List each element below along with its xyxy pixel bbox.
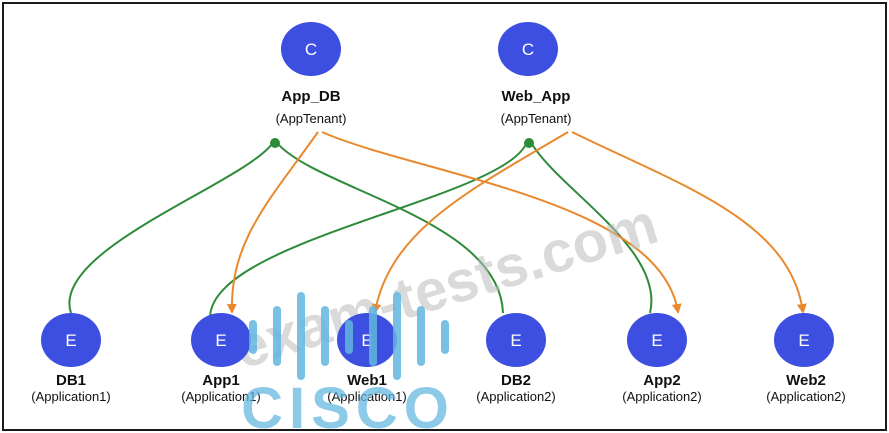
- epg-node-db1[interactable]: E DB1 (Application1): [31, 313, 111, 404]
- contract-tenant: (AppTenant): [276, 111, 347, 126]
- epg-letter: E: [215, 331, 226, 350]
- epg-circle: [627, 313, 687, 367]
- epg-letter: E: [510, 331, 521, 350]
- link-app1-consumes-web-app: [209, 143, 527, 319]
- epg-name: DB2: [501, 372, 531, 389]
- epg-letter: E: [798, 331, 809, 350]
- epg-application: (Application1): [181, 389, 261, 404]
- contract-tenant: (AppTenant): [501, 111, 572, 126]
- contract-name: App_DB: [281, 88, 340, 105]
- epg-node-db2[interactable]: E DB2 (Application2): [476, 313, 556, 404]
- epg-name: App2: [643, 372, 681, 389]
- epg-node-web2[interactable]: E Web2 (Application2): [766, 313, 846, 404]
- contract-name: Web_App: [502, 88, 571, 105]
- cisco-logo: CISCO: [241, 292, 455, 433]
- link-db1-consumes-app-db: [68, 143, 273, 314]
- epg-application: (Application2): [622, 389, 702, 404]
- epg-circle: [774, 313, 834, 367]
- link-db2-consumes-app-db: [277, 143, 504, 314]
- epg-node-app1[interactable]: E App1 (Application1): [181, 313, 261, 404]
- link-app2-consumes-web-app: [531, 143, 653, 314]
- epg-node-app2[interactable]: E App2 (Application2): [622, 313, 702, 404]
- link-app-db-provides-app2: [321, 131, 682, 314]
- junction-web-app: [524, 138, 534, 148]
- epg-name: App1: [202, 372, 240, 389]
- relation-links: [68, 131, 807, 319]
- epg-name: DB1: [56, 372, 86, 389]
- contract-circle: [498, 22, 558, 76]
- epg-letter: E: [65, 331, 76, 350]
- contract-letter: C: [522, 40, 534, 59]
- link-web-app-provides-web2: [571, 131, 807, 314]
- contract-letter: C: [305, 40, 317, 59]
- junction-app-db: [270, 138, 280, 148]
- epg-application: (Application1): [31, 389, 111, 404]
- link-app-db-provides-app1: [226, 131, 319, 314]
- epg-circle: [191, 313, 251, 367]
- epg-circle: [486, 313, 546, 367]
- epg-circle: [41, 313, 101, 367]
- contract-node-web-app[interactable]: C Web_App (AppTenant): [498, 22, 571, 126]
- epg-name: Web1: [347, 372, 387, 389]
- cisco-logo-wordmark: CISCO: [241, 376, 455, 433]
- epg-letter: E: [651, 331, 662, 350]
- epg-application: (Application1): [327, 389, 407, 404]
- cisco-logo-bars: [249, 292, 449, 380]
- epg-name: Web2: [786, 372, 826, 389]
- link-web-app-provides-web1: [371, 131, 569, 314]
- epg-application: (Application2): [766, 389, 846, 404]
- epg-application: (Application2): [476, 389, 556, 404]
- epg-letter: E: [361, 331, 372, 350]
- contract-circle: [281, 22, 341, 76]
- contract-node-app-db[interactable]: C App_DB (AppTenant): [276, 22, 347, 126]
